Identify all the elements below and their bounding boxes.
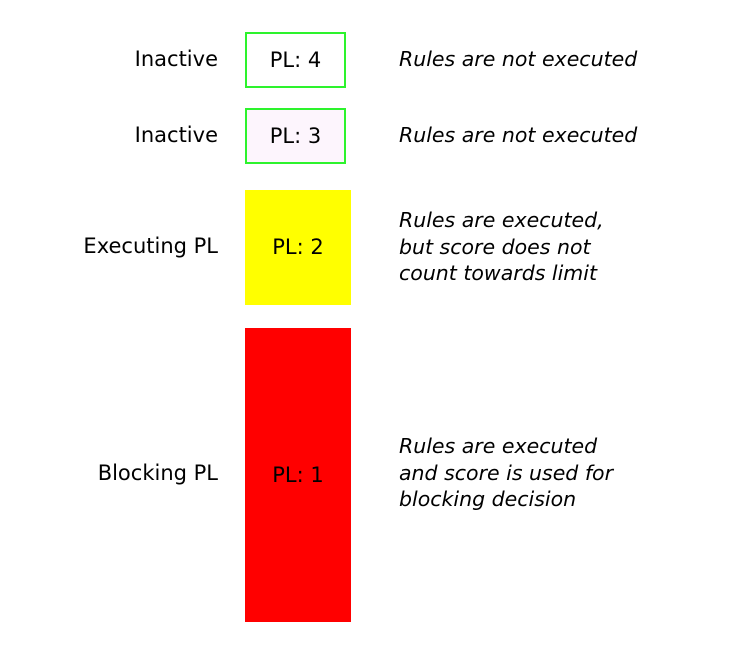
diagram-row-pl2: Executing PL PL: 2 Rules are executed, b… [0,190,743,305]
level-box-label-pl3: PL: 3 [269,123,322,148]
level-box-pl2: PL: 2 [245,190,351,305]
row-label-pl3: Inactive [134,123,218,147]
diagram-row-pl3: Inactive PL: 3 Rules are not executed [0,108,743,164]
level-box-label-pl1: PL: 1 [272,462,324,487]
description-line: blocking decision [399,487,577,512]
level-box-pl4: PL: 4 [245,32,346,88]
diagram-row-pl4: Inactive PL: 4 Rules are not executed [0,32,743,88]
row-label-pl1: Blocking PL [97,461,218,485]
description-line: count towards limit [399,261,597,286]
row-description-pl3: Rules are not executed [399,122,743,149]
description-line: Rules are executed, [399,208,604,232]
row-description-pl2: Rules are executed, but score does not c… [399,207,743,287]
description-line: Rules are not executed [399,47,638,71]
row-label-pl4: Inactive [134,47,218,71]
description-line: and score is used for [399,460,614,485]
level-box-pl3: PL: 3 [245,108,346,164]
level-box-label-pl4: PL: 4 [269,47,322,72]
level-box-pl1: PL: 1 [245,328,351,622]
row-description-pl4: Rules are not executed [399,46,743,73]
level-box-label-pl2: PL: 2 [272,235,324,259]
row-label-pl2: Executing PL [83,234,218,258]
row-description-pl1: Rules are executed and score is used for… [399,433,743,513]
diagram-row-pl1: Blocking PL PL: 1 Rules are executed and… [0,328,743,622]
description-line: but score does not [399,234,591,259]
description-line: Rules are not executed [399,123,638,147]
description-line: Rules are executed [399,434,598,458]
